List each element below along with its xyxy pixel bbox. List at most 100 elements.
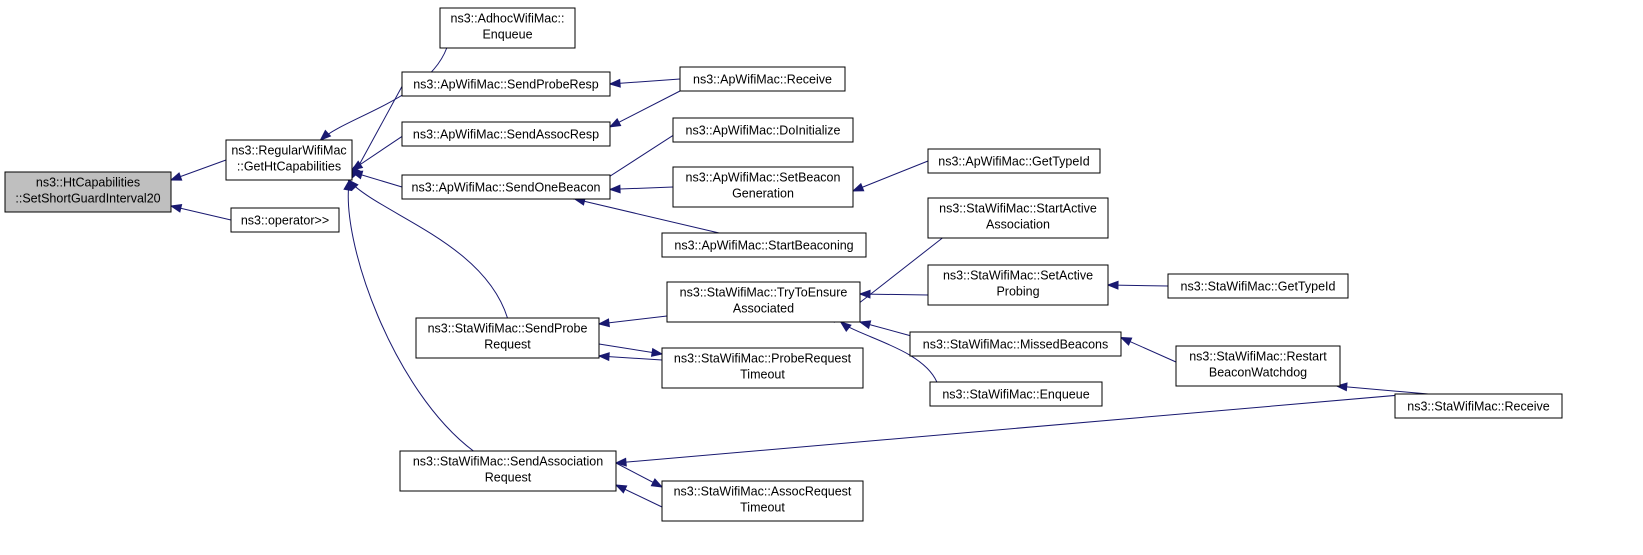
edge-line <box>859 293 929 296</box>
node-sta-missed-beacons[interactable]: ns3::StaWifiMac::MissedBeacons <box>909 331 1122 357</box>
arrowhead-icon <box>350 170 364 180</box>
node-label: ns3::StaWifiMac::SendProbe <box>428 322 588 336</box>
node-sta-get-type-id[interactable]: ns3::StaWifiMac::GetTypeId <box>1167 273 1349 299</box>
node-label: ns3::HtCapabilities <box>36 176 140 190</box>
node-box <box>909 331 1122 357</box>
edge-line <box>351 86 403 179</box>
arrowhead-icon <box>858 289 871 299</box>
node-root: ns3::HtCapabilities::SetShortGuardInterv… <box>4 171 172 213</box>
edge-line <box>347 179 474 452</box>
node-label: ns3::StaWifiMac::StartActive <box>939 202 1097 216</box>
node-ap-do-initialize[interactable]: ns3::ApWifiMac::DoInitialize <box>672 117 854 143</box>
node-label: ::SetShortGuardInterval20 <box>15 192 160 206</box>
edge-line <box>598 355 663 361</box>
node-label: ns3::StaWifiMac::Receive <box>1407 400 1549 414</box>
node-ap-receive[interactable]: ns3::ApWifiMac::Receive <box>679 66 846 92</box>
edge-line <box>615 393 1412 464</box>
node-label: ns3::StaWifiMac::GetTypeId <box>1181 280 1336 294</box>
node-ap-get-type-id[interactable]: ns3::ApWifiMac::GetTypeId <box>927 148 1101 174</box>
node-ap-start-beaconing[interactable]: ns3::ApWifiMac::StartBeaconing <box>661 232 867 258</box>
node-label: ns3::operator>> <box>241 214 329 228</box>
arrowhead-icon <box>1106 280 1119 290</box>
edge-line <box>598 343 663 355</box>
node-regular-get-ht[interactable]: ns3::RegularWifiMac::GetHtCapabilities <box>225 139 353 181</box>
node-label: Enqueue <box>482 28 532 42</box>
node-box <box>661 480 864 522</box>
node-box <box>230 207 340 233</box>
node-ap-send-assoc-resp[interactable]: ns3::ApWifiMac::SendAssocResp <box>401 121 611 147</box>
node-box <box>666 281 861 323</box>
arrowhead-icon <box>169 172 183 181</box>
arrowhead-icon <box>597 318 610 328</box>
arrowhead-icon <box>319 129 332 141</box>
edge-ap-receive-to-ap-send-probe-resp <box>608 78 681 88</box>
node-label: ns3::StaWifiMac::Enqueue <box>942 388 1089 402</box>
edge-sta-assoc-req-timeout-to-sta-send-assoc-req <box>614 484 663 508</box>
node-ap-send-one-beacon[interactable]: ns3::ApWifiMac::SendOneBeacon <box>401 174 611 200</box>
edge-sta-probe-req-timeout-to-sta-send-probe-req <box>597 352 663 362</box>
edge-line <box>320 47 448 141</box>
node-adhoc-enqueue[interactable]: ns3::AdhocWifiMac::Enqueue <box>439 7 576 49</box>
node-box <box>439 7 576 49</box>
node-box <box>927 264 1109 306</box>
arrowhead-icon <box>614 484 628 494</box>
arrowhead-icon <box>650 478 664 488</box>
edge-sta-receive-to-sta-restart-watchdog <box>1335 382 1429 395</box>
node-box <box>415 317 600 359</box>
node-label: Request <box>485 471 532 485</box>
arrowhead-icon <box>169 203 183 213</box>
node-operator-shift[interactable]: ns3::operator>> <box>230 207 340 233</box>
node-label: ns3::StaWifiMac::TryToEnsure <box>680 286 848 300</box>
node-box <box>672 117 854 143</box>
edge-ap-get-type-id-to-ap-set-beacon-gen <box>851 160 929 192</box>
edge-sta-send-assoc-req-to-sta-assoc-req-timeout <box>615 462 664 488</box>
edge-ap-send-one-beacon-to-regular-get-ht <box>350 170 403 188</box>
node-sta-enqueue[interactable]: ns3::StaWifiMac::Enqueue <box>929 381 1103 407</box>
edge-adhoc-enqueue-to-regular-get-ht <box>319 47 448 141</box>
node-label: ns3::ApWifiMac::SendAssocResp <box>413 128 599 142</box>
node-label: ns3::StaWifiMac::MissedBeacons <box>923 338 1109 352</box>
arrowhead-icon <box>650 347 664 357</box>
node-label: ns3::ApWifiMac::StartBeaconing <box>674 239 853 253</box>
arrowhead-icon <box>597 352 610 362</box>
node-label: ::GetHtCapabilities <box>237 160 341 174</box>
arrowhead-icon <box>851 182 865 192</box>
arrowhead-icon <box>608 184 621 194</box>
edge-sta-send-assoc-req-to-regular-get-ht <box>343 178 474 452</box>
node-ap-send-probe-resp[interactable]: ns3::ApWifiMac::SendProbeResp <box>401 71 611 97</box>
node-box <box>672 166 854 208</box>
edge-sta-receive-to-sta-send-assoc-req <box>614 393 1412 467</box>
node-label: Probing <box>996 285 1039 299</box>
node-label: ns3::ApWifiMac::DoInitialize <box>686 124 841 138</box>
call-nodes: ns3::HtCapabilities::SetShortGuardInterv… <box>4 7 1563 522</box>
arrowhead-icon <box>343 178 353 192</box>
node-label: Timeout <box>740 501 785 515</box>
arrowhead-icon <box>839 321 852 333</box>
edge-sta-send-probe-req-to-sta-probe-req-timeout <box>598 343 664 357</box>
node-sta-receive[interactable]: ns3::StaWifiMac::Receive <box>1394 393 1563 419</box>
node-box <box>927 197 1109 239</box>
node-label: BeaconWatchdog <box>1209 366 1307 380</box>
arrowhead-icon <box>608 117 622 128</box>
node-label: Association <box>986 218 1050 232</box>
edge-regular-get-ht-to-root <box>169 159 227 181</box>
arrowhead-icon <box>1119 336 1133 346</box>
node-box <box>401 174 611 200</box>
node-label: ns3::ApWifiMac::GetTypeId <box>938 155 1089 169</box>
edge-ap-set-beacon-gen-to-ap-send-one-beacon <box>608 184 674 194</box>
edge-sta-restart-watchdog-to-sta-missed-beacons <box>1119 336 1177 363</box>
edge-sta-get-type-id-to-sta-set-active-probing <box>1106 280 1169 290</box>
edge-line <box>1336 385 1429 395</box>
arrowhead-icon <box>858 320 872 330</box>
edge-operator-shift-to-root <box>169 203 232 221</box>
arrowhead-icon <box>1335 382 1348 392</box>
